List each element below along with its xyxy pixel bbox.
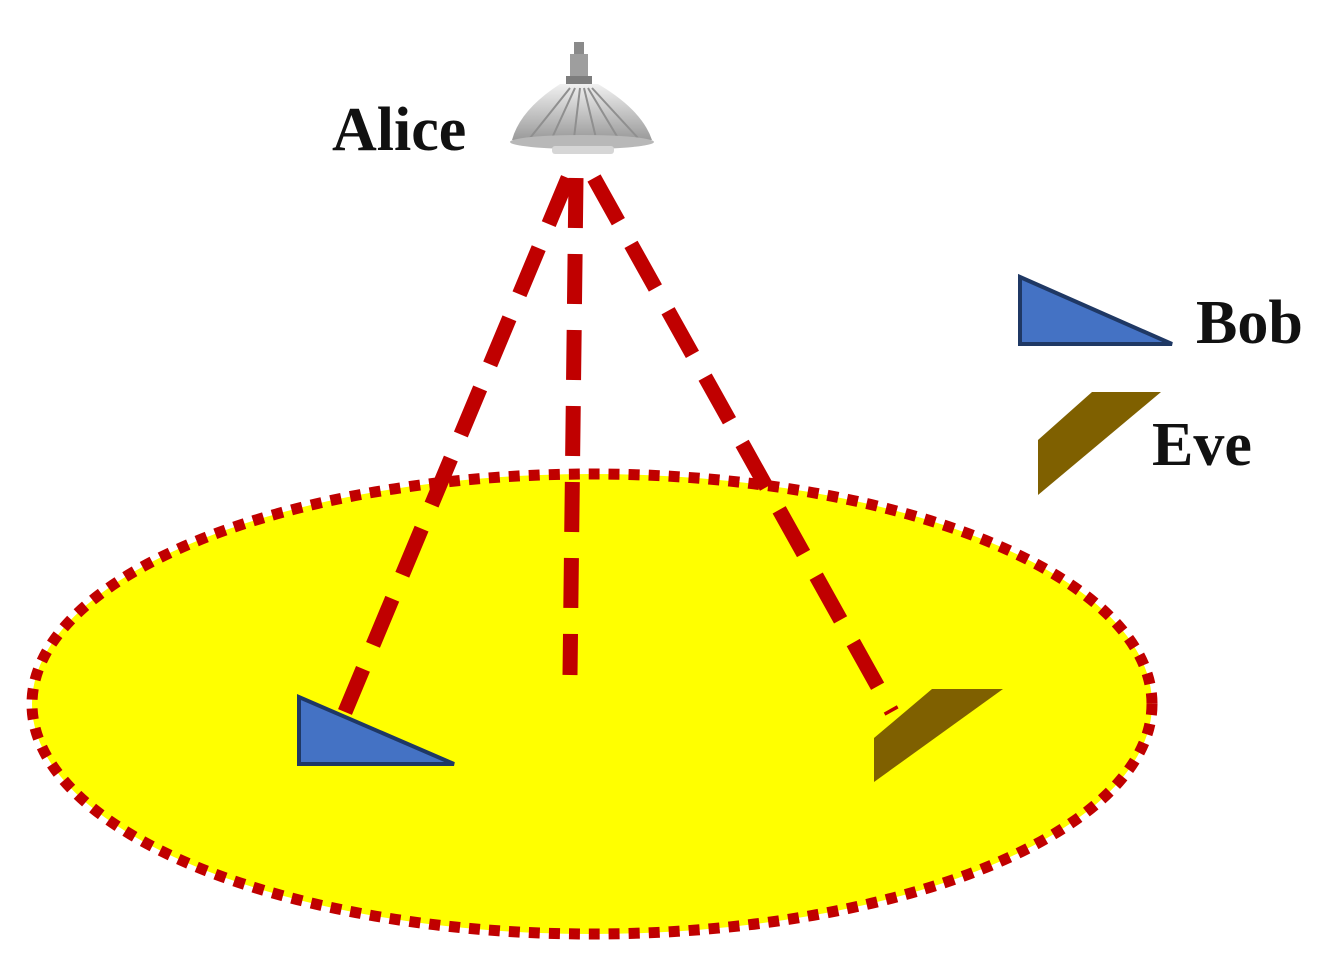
bob-label: Bob: [1196, 289, 1303, 357]
beam-center: [562, 177, 584, 676]
beam-to-eve: [587, 174, 899, 716]
eve-receiver-icon: [874, 689, 1003, 782]
legend-eve-icon: [1038, 392, 1161, 495]
illumination-area: [26, 468, 1158, 940]
eve-label: Eve: [1152, 411, 1252, 479]
light-beams: [338, 174, 899, 716]
legend-bob-icon: [1018, 273, 1173, 346]
ceiling-lamp-icon: [510, 42, 654, 154]
bob-receiver-icon: [297, 693, 455, 766]
alice-label: Alice: [332, 96, 466, 164]
beam-to-bob: [338, 175, 575, 715]
